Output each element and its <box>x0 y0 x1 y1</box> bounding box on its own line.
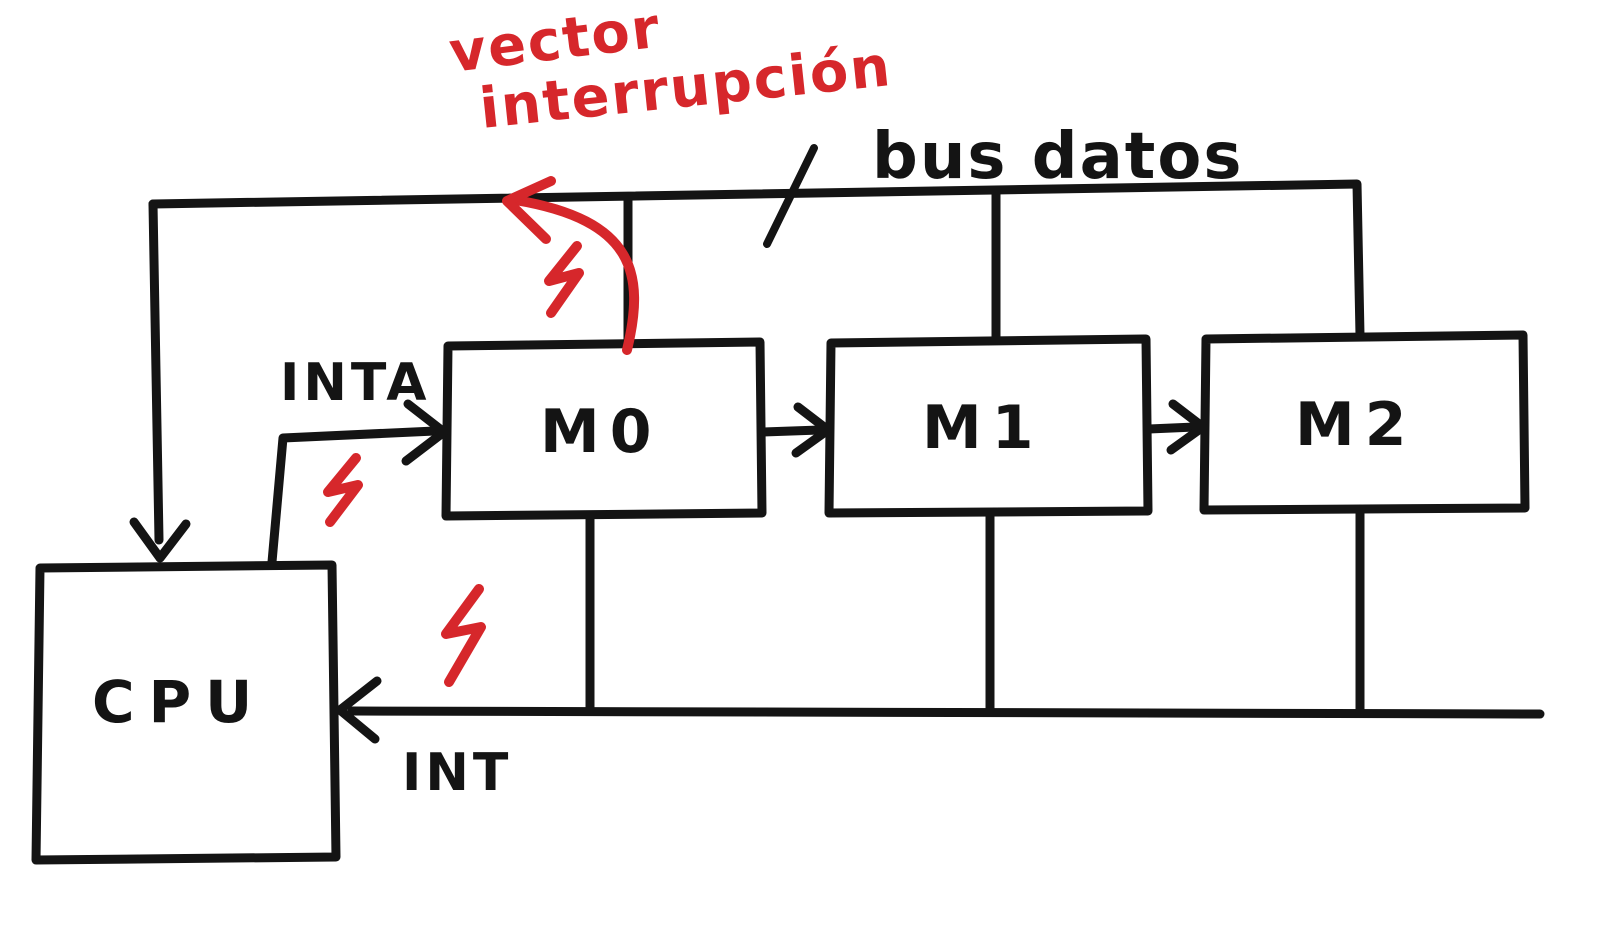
bus-datos-line <box>148 179 1365 340</box>
lightning-bolt-vector-icon <box>544 241 584 318</box>
inta-arrowhead <box>401 399 449 466</box>
bus-width-slash <box>763 144 818 248</box>
bus-to-cpu-line <box>148 199 164 545</box>
vector-interrupt-arrow <box>510 195 640 355</box>
int-label: INT <box>402 743 512 803</box>
inta-label: INTA <box>280 353 431 413</box>
int-arrowhead <box>335 676 382 744</box>
m0-to-m1-line <box>758 425 825 437</box>
m1-box <box>824 334 1153 518</box>
cpu-label: CPU <box>92 668 266 736</box>
bus-to-cpu-arrowhead <box>129 517 191 563</box>
m0-box <box>441 337 767 521</box>
int-line <box>347 706 1545 719</box>
lightning-bolt-int-icon <box>441 584 486 687</box>
m2-label: M2 <box>1295 390 1416 460</box>
cpu-box <box>31 560 341 865</box>
m1-label: M1 <box>922 393 1043 463</box>
bus-datos-label: bus datos <box>872 120 1243 194</box>
m0-label: M0 <box>540 397 661 467</box>
inta-line <box>267 426 440 567</box>
m2-box <box>1199 330 1530 515</box>
m1-to-m2-arrowhead <box>1166 399 1208 455</box>
m1-to-m2-line <box>1144 422 1200 434</box>
vector-interrupt-arrowhead <box>502 176 556 244</box>
lightning-bolt-inta-icon <box>323 453 363 527</box>
m0-to-m1-arrowhead <box>791 402 833 458</box>
